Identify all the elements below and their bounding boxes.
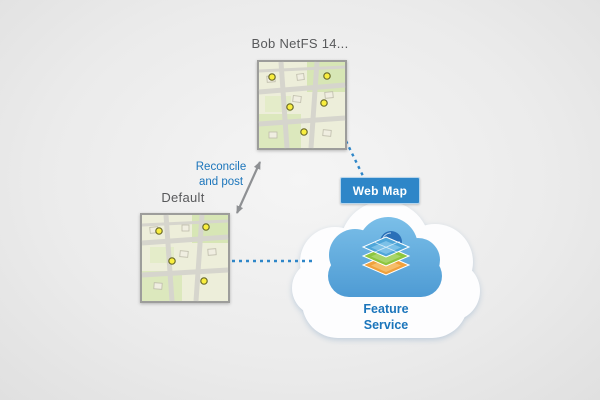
default-version-label: Default	[161, 190, 205, 205]
reconcile-and-post-label: Reconcile and post	[188, 160, 254, 190]
reconcile-label-line2: and post	[198, 175, 244, 188]
feature-service-icon	[361, 231, 411, 276]
bob-version-map	[257, 60, 347, 150]
feature-service-label: Feature Service	[328, 301, 444, 334]
reconcile-label-line1: Reconcile	[195, 161, 247, 173]
feature-service-label-line1: Feature	[363, 302, 409, 316]
map-thumbnail-icon	[141, 214, 229, 302]
default-version-map	[140, 213, 230, 303]
bob-version-label: Bob NetFS 14...	[251, 36, 349, 51]
web-map-badge: Web Map	[340, 177, 420, 204]
dotted-connector-bob-webmap	[344, 140, 366, 179]
feature-service-label-line2: Service	[363, 318, 409, 333]
map-thumbnail-icon	[258, 61, 346, 149]
